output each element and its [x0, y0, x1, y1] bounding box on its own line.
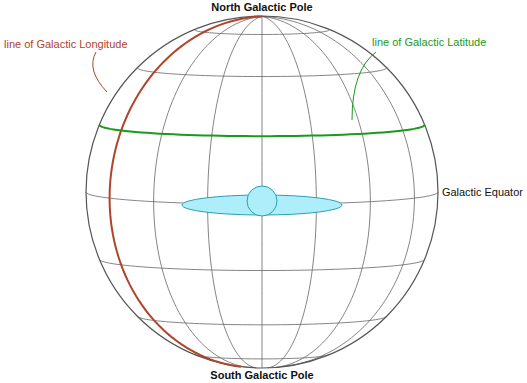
longitude-line — [262, 16, 414, 366]
callout-label: line of Galactic Longitude — [4, 38, 128, 51]
latitude-line — [195, 30, 330, 35]
longitude-line — [154, 16, 262, 367]
latitude-line — [99, 259, 424, 270]
callout-label: line of Galactic Latitude — [372, 36, 486, 49]
pole-label: North Galactic Pole — [211, 1, 312, 14]
galactic-bulge — [247, 186, 277, 216]
latitude-line — [138, 68, 387, 77]
leader-line — [352, 52, 376, 120]
leader-line — [93, 52, 107, 92]
latitude-line — [99, 125, 424, 136]
longitude-line — [262, 16, 370, 367]
latitude-line — [195, 354, 330, 359]
equator-label: Galactic Equator — [442, 186, 523, 199]
sphere-outline — [86, 16, 438, 368]
latitude-line — [138, 316, 387, 325]
coordinate-grid — [86, 16, 438, 368]
pole-label: South Galactic Pole — [210, 369, 313, 382]
longitude-line — [110, 16, 262, 366]
